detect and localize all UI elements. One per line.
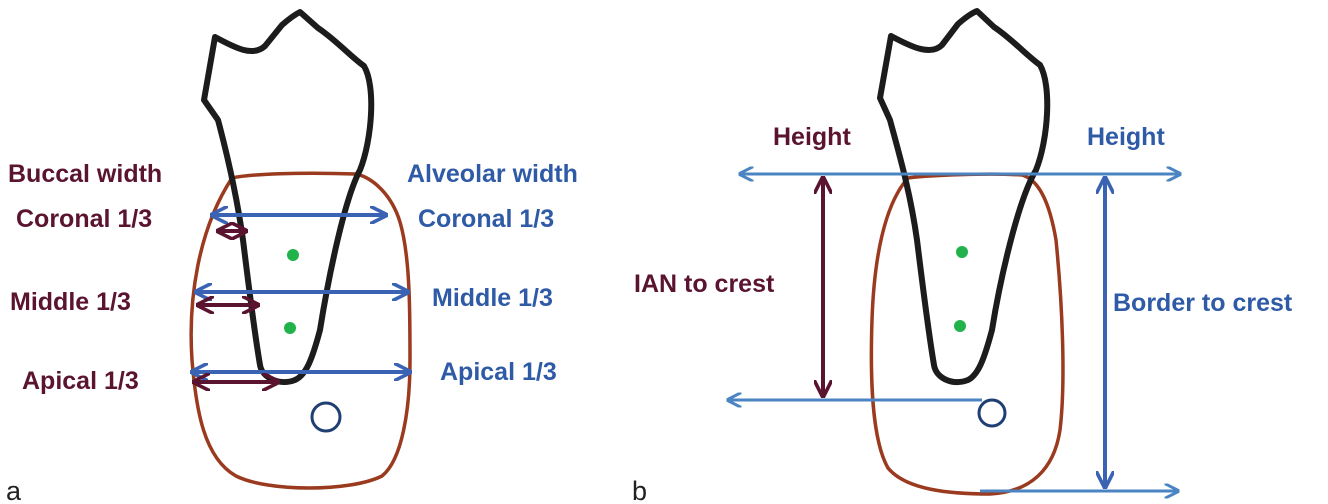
ian-to-crest-label: IAN to crest	[634, 270, 775, 298]
alveolar-apical-label: Apical 1/3	[440, 358, 557, 386]
alveolar-width-header: Alveolar width	[407, 160, 578, 188]
border-to-crest-label: Border to crest	[1113, 289, 1293, 317]
buccal-apical-label: Apical 1/3	[22, 367, 139, 395]
height-label-right: Height	[1087, 123, 1165, 151]
alveolar-bone-outline-b	[869, 172, 1065, 496]
alveolar-coronal-label: Coronal 1/3	[418, 205, 554, 233]
panel-b: Height Height IAN to crest Border to cre…	[632, 8, 1293, 504]
canal-circle-a	[310, 401, 342, 433]
pulp-dot-lower-a	[284, 322, 296, 334]
pulp-dot-upper-b	[956, 246, 968, 258]
panel-a: Buccal width Coronal 1/3 Middle 1/3 Apic…	[6, 9, 578, 504]
tooth-outline-a	[201, 9, 375, 386]
panel-letter-a: a	[6, 476, 22, 504]
buccal-width-header: Buccal width	[8, 160, 162, 188]
buccal-coronal-label: Coronal 1/3	[16, 205, 152, 233]
canal-circle-b	[977, 398, 1007, 428]
pulp-dot-lower-b	[954, 320, 966, 332]
alveolar-middle-label: Middle 1/3	[432, 284, 553, 312]
alveolar-bone-outline-a	[189, 171, 412, 490]
buccal-middle-label: Middle 1/3	[10, 288, 131, 316]
tooth-outline-b	[877, 8, 1051, 386]
height-label-left: Height	[773, 123, 851, 151]
panel-letter-b: b	[632, 476, 647, 504]
pulp-dot-upper-a	[287, 249, 299, 261]
